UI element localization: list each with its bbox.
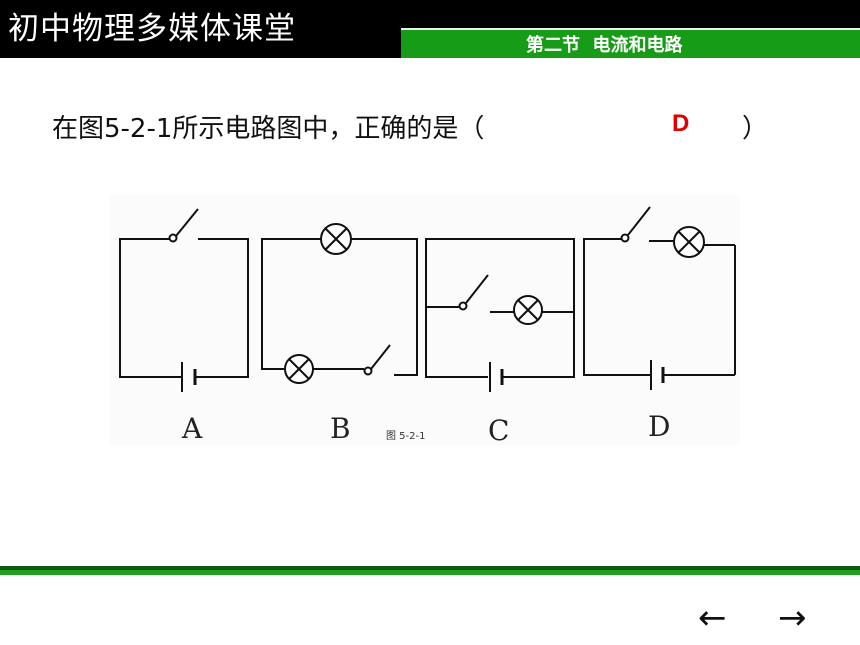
option-label-d: D [648, 410, 670, 443]
figure-caption: 图 5-2-1 [386, 430, 425, 442]
previous-button[interactable]: ← [698, 598, 727, 638]
circuit-a [119, 208, 249, 392]
question-text: 在图5-2-1所示电路图中，正确的是（ [52, 114, 485, 144]
footer-divider-dark [0, 566, 860, 570]
section-title: 第二节 电流和电路 [526, 35, 683, 56]
next-button[interactable]: → [778, 598, 807, 638]
option-label-a: A [181, 412, 203, 445]
circuit-b [261, 223, 418, 384]
option-label-b: B [330, 412, 351, 445]
question-close-paren: ） [742, 114, 769, 144]
option-label-c: C [488, 414, 509, 445]
footer-divider-green [0, 570, 860, 575]
section-title-tab: 第二节 电流和电路 [401, 28, 860, 58]
answer-text: D [672, 110, 690, 137]
circuit-diagram-figure: A B C D 图 5-2-1 [110, 195, 740, 449]
app-title: 初中物理多媒体课堂 [8, 11, 296, 47]
circuit-diagrams-svg: A B C D 图 5-2-1 [110, 195, 740, 447]
circuit-c [425, 238, 575, 392]
circuit-d [583, 206, 736, 390]
top-header-bar: 初中物理多媒体课堂 第二节 电流和电路 [0, 0, 860, 58]
